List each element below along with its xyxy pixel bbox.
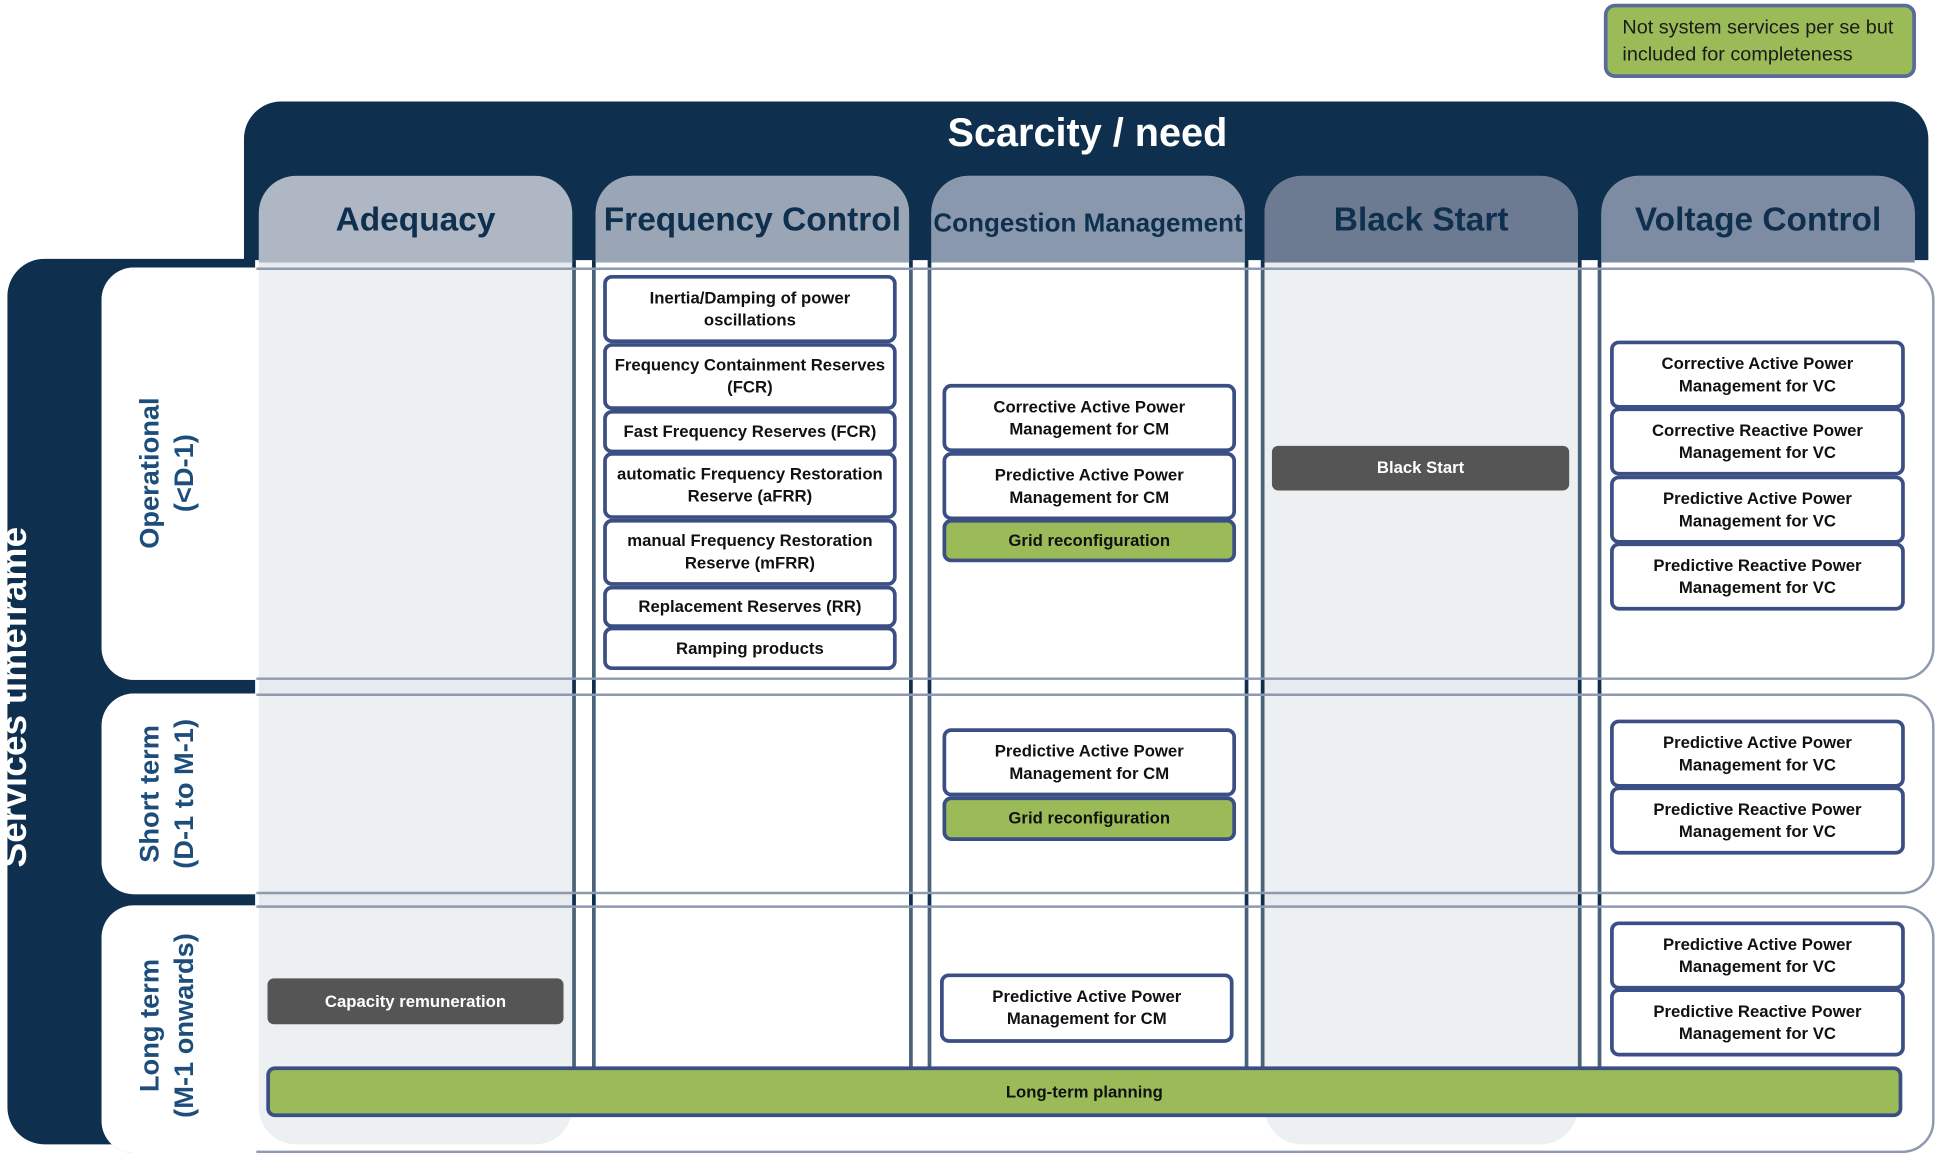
service-box: Predictive Reactive Power Management for…	[1610, 988, 1905, 1057]
service-box: Predictive Reactive Power Management for…	[1610, 786, 1905, 855]
row-label-short-term: Short term(D-1 to M-1)	[133, 718, 200, 869]
service-box: automatic Frequency Restoration Reserve …	[603, 452, 897, 519]
column-divider	[592, 260, 596, 1072]
service-box: Inertia/Damping of power oscillations	[603, 274, 897, 344]
service-box: Predictive Active Power Management for C…	[942, 452, 1237, 521]
long-term-planning-bar: Long-term planning	[266, 1066, 1903, 1118]
service-box: Predictive Active Power Management for V…	[1610, 921, 1905, 990]
column-header-black-start: Black Start	[1264, 175, 1578, 263]
column-divider	[1577, 260, 1582, 1072]
side-title: Services timeframe	[0, 526, 35, 868]
service-box-dark: Black Start	[1271, 445, 1570, 491]
service-box: Corrective Active Power Management for C…	[942, 383, 1237, 453]
row-label-long-term: Long term(M-1 onwards)	[133, 933, 200, 1118]
legend-box: Not system services per se but included …	[1603, 3, 1916, 79]
column-divider	[1260, 260, 1265, 1072]
row-tab-short-term	[101, 693, 257, 895]
column-divider	[572, 260, 576, 1072]
column-divider	[1244, 260, 1249, 1072]
service-box: Predictive Active Power Management for C…	[942, 728, 1237, 797]
column-header-frequency-control: Frequency Control	[595, 175, 910, 263]
service-box: Ramping products	[603, 626, 897, 671]
service-box: Corrective Reactive Power Management for…	[1610, 407, 1905, 476]
column-header-adequacy: Adequacy	[258, 175, 573, 263]
row-tab-operational	[101, 267, 257, 680]
row-label-operational: Operational(<D-1)	[133, 397, 200, 549]
service-box-green: Grid reconfiguration	[942, 796, 1237, 841]
service-box-green: Grid reconfiguration	[942, 518, 1237, 563]
column-divider	[909, 260, 913, 1072]
service-box: Frequency Containment Reserves (FCR)	[603, 343, 897, 410]
service-box: manual Frequency Restoration Reserve (mF…	[603, 518, 897, 586]
column-blackstart-bg	[1264, 175, 1578, 1145]
service-box: Predictive Active Power Management for V…	[1610, 475, 1905, 544]
column-divider	[1597, 260, 1602, 1072]
service-box: Fast Frequency Reserves (FCR)	[603, 409, 897, 454]
row-tab-long-term	[101, 905, 257, 1154]
service-box: Corrective Active Power Management for V…	[1610, 340, 1905, 409]
column-divider	[927, 260, 932, 1072]
service-box: Predictive Active Power Management for V…	[1610, 719, 1905, 788]
service-box-dark: Capacity remuneration	[267, 978, 564, 1025]
service-box: Predictive Active Power Management for C…	[940, 973, 1234, 1043]
service-box: Replacement Reserves (RR)	[603, 585, 897, 628]
diagram-title: Scarcity / need	[947, 110, 1228, 155]
service-box: Predictive Reactive Power Management for…	[1610, 542, 1905, 611]
column-header-voltage-control: Voltage Control	[1601, 175, 1915, 263]
column-header-congestion-management: Congestion Management	[931, 175, 1245, 263]
